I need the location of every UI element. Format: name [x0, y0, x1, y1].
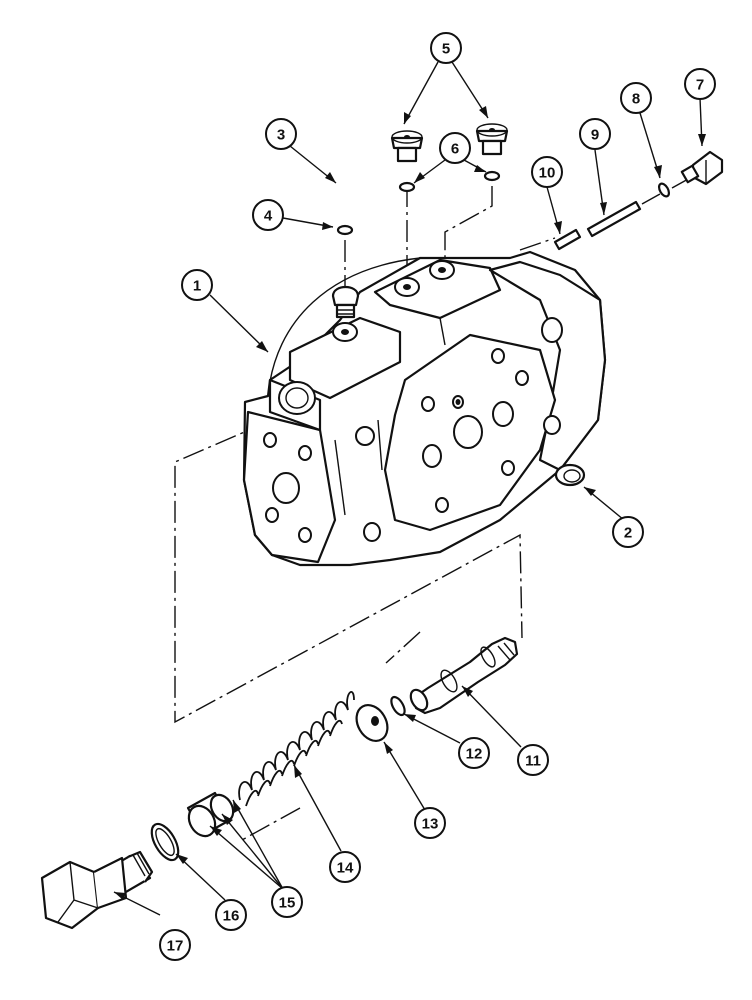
callout-12: 12 — [458, 737, 490, 769]
callout-17: 17 — [159, 929, 191, 961]
part-5-plug-left — [390, 130, 424, 163]
callout-16-label: 16 — [223, 908, 240, 925]
callout-14: 14 — [329, 851, 361, 883]
callout-9-label: 9 — [591, 127, 599, 144]
callout-4-label: 4 — [264, 208, 273, 225]
part-9-pin — [586, 200, 642, 238]
arrow-heads — [114, 106, 706, 900]
callout-5-label: 5 — [442, 41, 450, 58]
callout-2-label: 2 — [624, 525, 632, 542]
part-13-washer — [355, 704, 389, 742]
callout-3: 3 — [265, 118, 297, 150]
part-2-plug — [554, 463, 586, 487]
callout-11-label: 11 — [525, 753, 541, 770]
callout-17-label: 17 — [167, 938, 184, 955]
callout-15-label: 15 — [279, 895, 296, 912]
callout-5: 5 — [430, 32, 462, 64]
callout-6: 6 — [439, 132, 471, 164]
callout-9: 9 — [579, 118, 611, 150]
callout-13: 13 — [414, 807, 446, 839]
callout-10: 10 — [531, 156, 563, 188]
callout-15: 15 — [271, 886, 303, 918]
callout-4: 4 — [252, 199, 284, 231]
part-7-plug — [680, 150, 724, 186]
callout-10-label: 10 — [539, 165, 556, 182]
callout-11: 11 — [517, 744, 549, 776]
part-6-o-rings — [398, 170, 501, 193]
callout-7-label: 7 — [696, 77, 704, 94]
part-3-plug — [331, 285, 360, 319]
callout-1: 1 — [181, 269, 213, 301]
callout-2: 2 — [612, 516, 644, 548]
callout-7: 7 — [684, 68, 716, 100]
callout-6-label: 6 — [451, 141, 459, 158]
part-16-o-ring — [150, 822, 180, 862]
part-8-o-ring — [657, 182, 671, 198]
callout-12-label: 12 — [466, 746, 483, 763]
part-5-plug-right — [475, 123, 509, 156]
part-4-o-ring — [336, 224, 354, 236]
callout-3-label: 3 — [277, 127, 285, 144]
part-10-pin — [553, 228, 582, 251]
part-17-hex-plug — [40, 850, 154, 930]
part-14-spring — [238, 691, 355, 807]
callout-16: 16 — [215, 899, 247, 931]
callout-14-label: 14 — [337, 860, 354, 877]
callout-1-label: 1 — [193, 278, 201, 295]
part-11-spool — [409, 636, 519, 715]
valve-body — [242, 250, 607, 567]
callout-13-label: 13 — [422, 816, 439, 833]
part-12-snap-ring — [390, 695, 406, 717]
part-15-spring-seat — [186, 791, 235, 838]
callout-8-label: 8 — [632, 91, 640, 108]
callout-8: 8 — [620, 82, 652, 114]
